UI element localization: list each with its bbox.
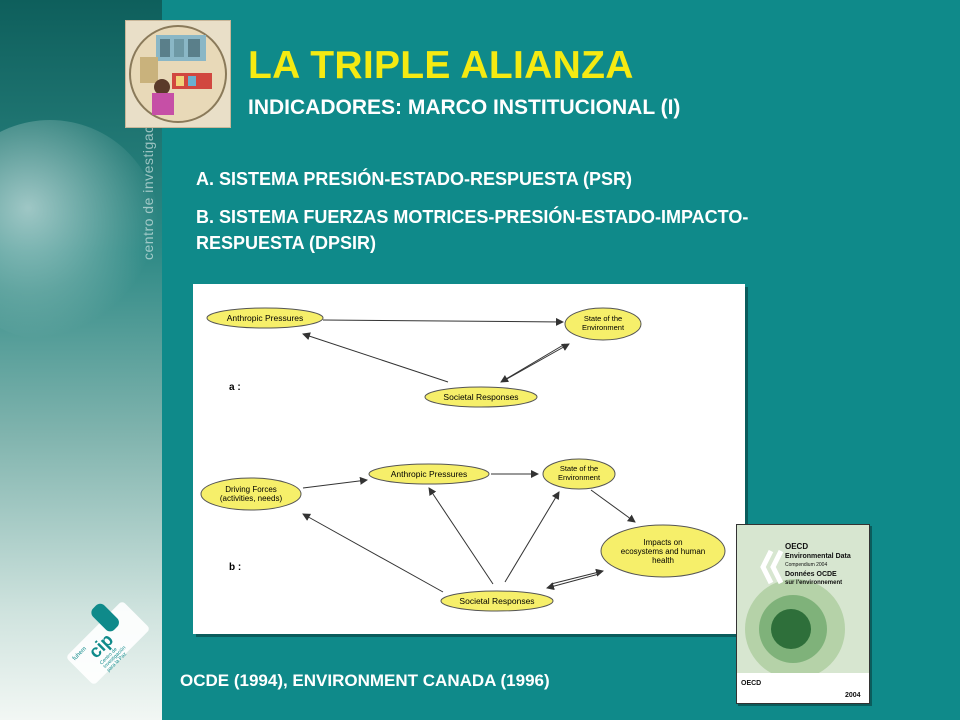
source-caption: OCDE (1994), ENVIRONMENT CANADA (1996) xyxy=(180,671,550,690)
illustration-thumbnail xyxy=(125,20,231,128)
edge-a1 xyxy=(322,317,564,326)
node-b-state-environment xyxy=(542,458,616,490)
oecd-chevron-icon xyxy=(760,549,774,585)
node-a-state-environment xyxy=(564,307,642,341)
planet-graphic xyxy=(0,120,160,340)
illustration-image xyxy=(129,25,227,123)
oecd-book-cover: OECD Environmental Data Compendium 2004 … xyxy=(736,524,870,704)
list-item-b: B. SISTEMA FUERZAS MOTRICES-PRESIÓN-ESTA… xyxy=(196,207,749,253)
node-b-societal-responses xyxy=(440,590,554,612)
node-a-societal-responses xyxy=(424,386,538,408)
diagram-part-b: Driving Forces(activities, needs) Anthro… xyxy=(200,458,726,612)
book-line-5: sur l'environnement xyxy=(785,580,842,586)
edge-b3 xyxy=(590,489,636,523)
edge-b4 xyxy=(428,487,494,585)
edge-a3 xyxy=(500,343,566,383)
node-b-societal-responses-label: Societal Responses xyxy=(459,596,534,606)
edge-b8 xyxy=(550,568,604,585)
list-item-a: A. SISTEMA PRESIÓN-ESTADO-RESPUESTA (PSR… xyxy=(196,169,633,189)
node-b-anthropic-pressures xyxy=(368,463,490,485)
edge-b1 xyxy=(302,476,368,489)
book-line-2: Environmental Data xyxy=(785,553,851,560)
book-line-3: Compendium 2004 xyxy=(785,562,827,568)
book-line-4: Données OCDE xyxy=(785,571,837,578)
edge-b6 xyxy=(302,513,444,593)
node-b-driving-forces-label: Driving Forces(activities, needs) xyxy=(220,485,283,503)
book-cover-svg: OECD Environmental Data Compendium 2004 … xyxy=(737,525,869,703)
edge-b5 xyxy=(504,491,560,583)
book-brand: OECD xyxy=(741,680,761,687)
book-year: 2004 xyxy=(845,692,861,699)
slide-subtitle: INDICADORES: MARCO INSTITUCIONAL (I) xyxy=(248,96,681,119)
edge-a4 xyxy=(504,343,570,381)
node-b-anthropic-pressures-label: Anthropic Pressures xyxy=(391,469,468,479)
diagram-label-b: b : xyxy=(229,562,241,573)
node-b-impacts xyxy=(600,524,726,578)
cip-logo: cip fuhem Centro de Investigación para l… xyxy=(58,588,158,698)
node-b-driving-forces xyxy=(200,477,302,511)
node-a-societal-responses-label: Societal Responses xyxy=(443,392,518,402)
node-a-anthropic-pressures xyxy=(206,307,324,329)
node-a-anthropic-pressures-label: Anthropic Pressures xyxy=(227,313,304,323)
edge-a2 xyxy=(302,332,449,383)
edge-b7 xyxy=(546,573,600,591)
book-line-1: OECD xyxy=(785,542,808,551)
slide-title: LA TRIPLE ALIANZA xyxy=(248,44,634,87)
diagram-label-a: a : xyxy=(229,382,241,393)
